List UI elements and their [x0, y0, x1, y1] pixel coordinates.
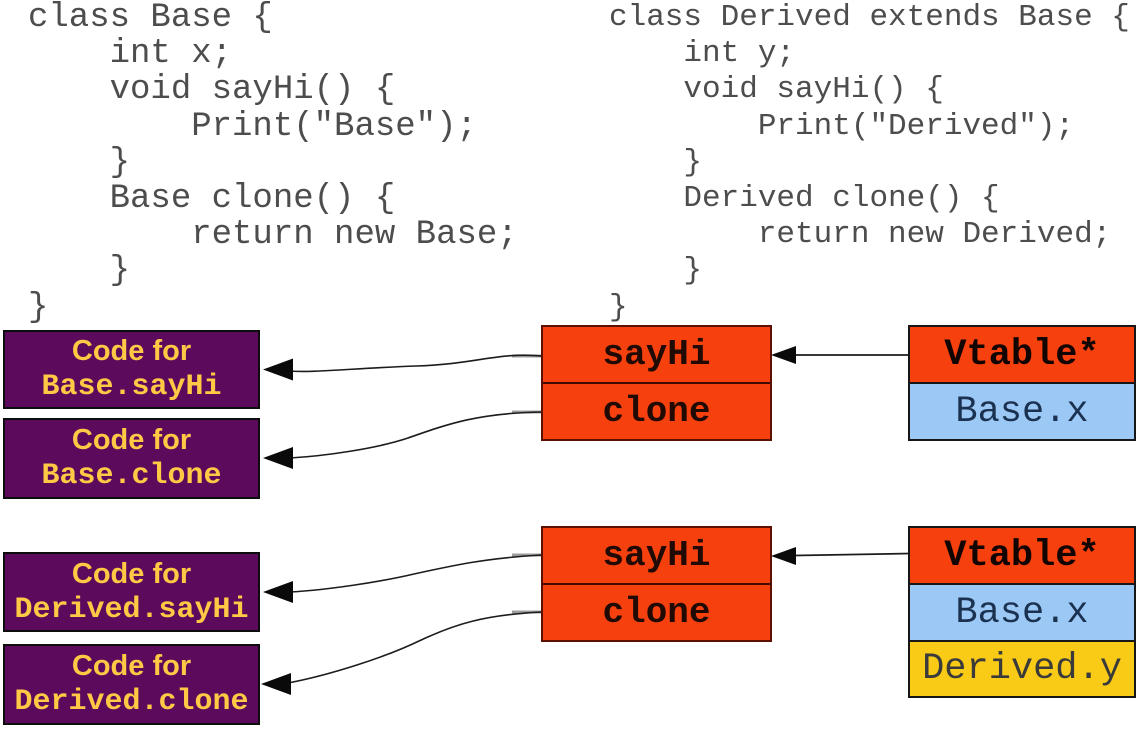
codebox-method: Base.sayHi — [41, 370, 222, 404]
codebox-title: Code for — [71, 424, 192, 456]
codebox-title: Code for — [71, 335, 192, 367]
code-block-derived: class Derived extends Base { int y; void… — [609, 0, 1130, 325]
arrowhead-base-sayhi-code — [263, 358, 293, 381]
arrow-base-sayhi-to-code — [290, 354, 543, 373]
arrow-stubs — [512, 354, 542, 614]
vtable-entry-clone: clone — [543, 382, 770, 439]
codebox-method: Derived.sayHi — [14, 592, 249, 627]
arrowhead-derived-sayhi-code — [263, 581, 293, 603]
vtable-entry-clone: clone — [543, 583, 770, 640]
code-block-base: class Base { int x; void sayHi() { Print… — [28, 0, 518, 327]
object-field-base-x: Base.x — [910, 382, 1134, 439]
codebox-derived-sayhi: Code for Derived.sayHi — [3, 552, 260, 632]
vtable-entry-sayhi: sayHi — [602, 535, 711, 576]
codebox-method: Derived.clone — [14, 685, 249, 719]
arrow-derived-clone-to-code — [287, 611, 543, 684]
pointer-arrow-derivedobj-to-derivedvtable — [794, 552, 911, 557]
vtable-entry-sayhi: sayHi — [602, 334, 711, 375]
object-field-vtable-pointer: Vtable* — [910, 327, 1134, 382]
codebox-base-clone: Code for Base.clone — [3, 418, 260, 499]
object-field-derived-y: Derived.y — [910, 640, 1134, 696]
codebox-base-sayhi: Code for Base.sayHi — [3, 330, 260, 409]
vtable-base: sayHi clone — [541, 325, 772, 441]
object-layout-base: Vtable* Base.x — [908, 325, 1136, 441]
arrowhead-derived-clone-code — [261, 673, 291, 695]
codebox-method: Base.clone — [41, 459, 222, 493]
codebox-title: Code for — [71, 650, 192, 682]
vtable-derived: sayHi clone — [541, 526, 772, 642]
object-layout-derived: Vtable* Base.x Derived.y — [908, 526, 1136, 698]
arrow-base-clone-to-code — [289, 411, 543, 459]
object-field-vtable-pointer: Vtable* — [910, 528, 1134, 583]
arrowhead-base-clone-code — [263, 447, 293, 469]
arrow-derived-sayhi-to-code — [289, 554, 543, 593]
codebox-title: Code for — [71, 557, 192, 590]
object-field-base-x: Base.x — [910, 583, 1134, 640]
codebox-derived-clone: Code for Derived.clone — [3, 644, 260, 725]
arrowhead-basevtable — [771, 346, 796, 364]
arrowhead-derivedvtable — [771, 547, 796, 565]
